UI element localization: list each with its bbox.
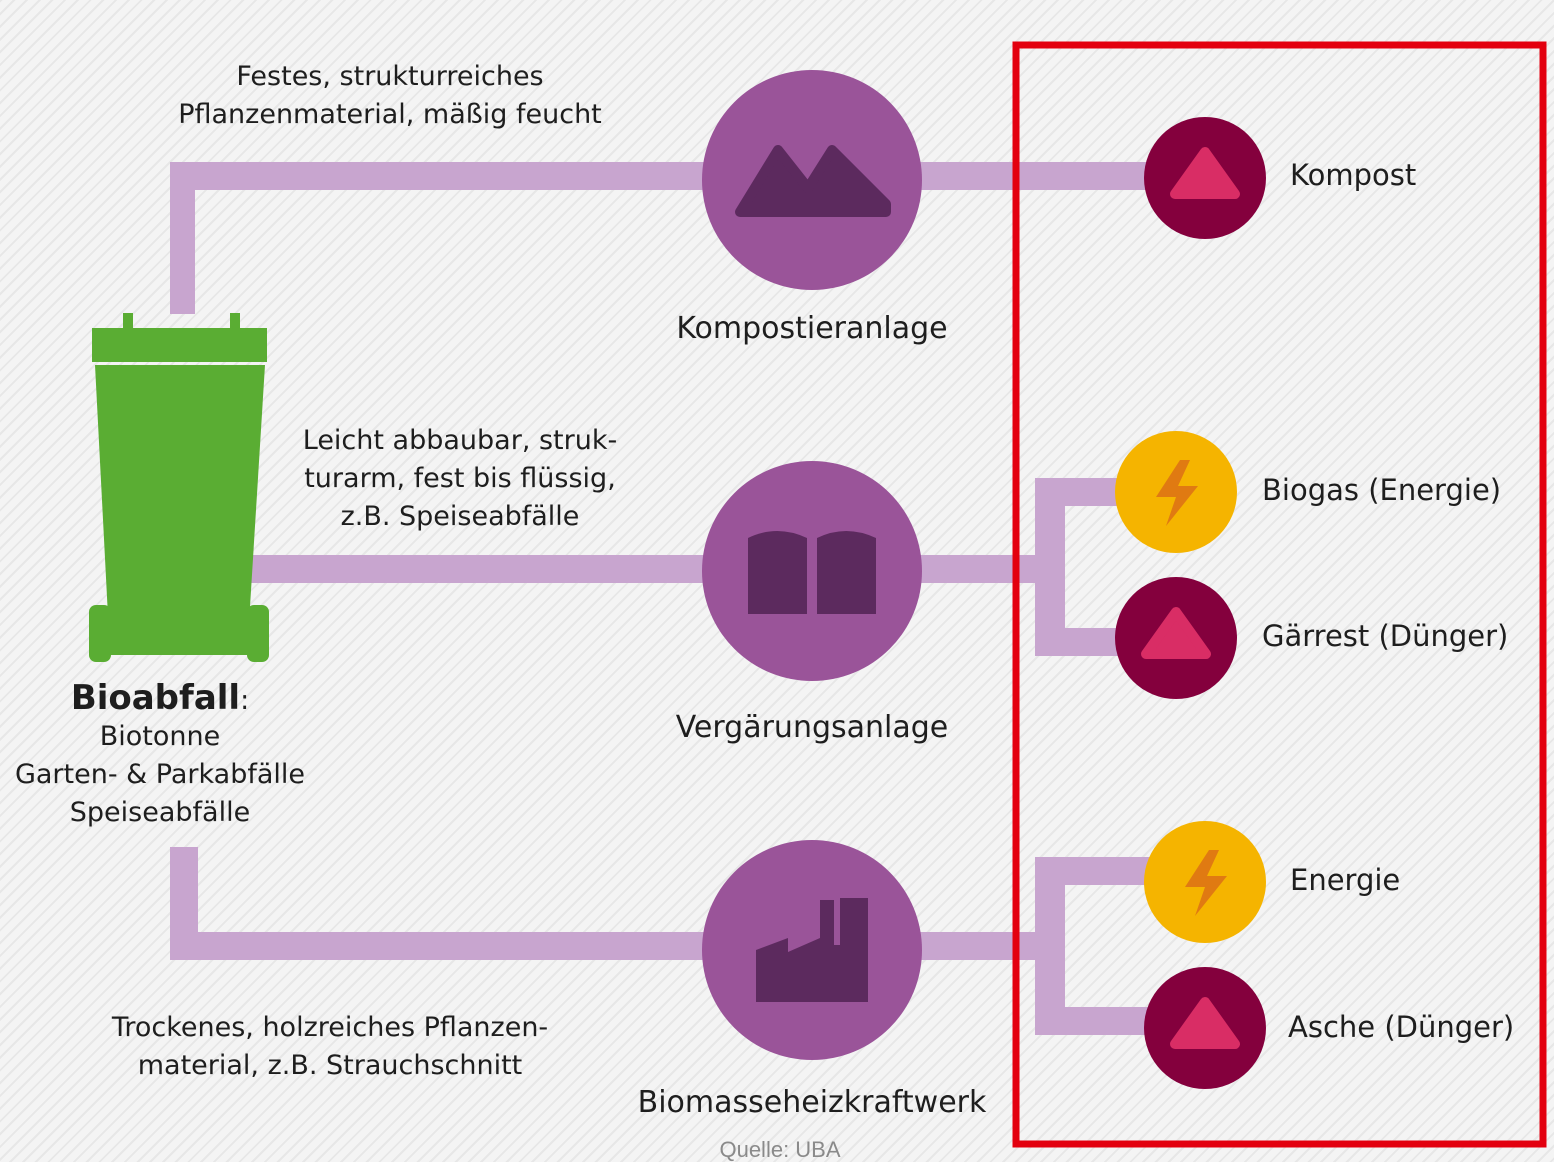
output-label-asche: Asche (Dünger)	[1288, 1010, 1515, 1044]
heap-triangle-icon	[1170, 997, 1240, 1049]
output-node	[1115, 431, 1237, 553]
green-bio-bin-icon	[89, 313, 269, 662]
heap-triangle-icon	[1141, 607, 1211, 659]
text-line: Trockenes, holzreiches Pflanzen-	[111, 1012, 549, 1043]
bin-title: Bioabfall:	[0, 678, 320, 718]
output-label-energie: Energie	[1290, 863, 1401, 897]
bin-line: Garten- & Parkabfälle	[14, 759, 306, 790]
text-line: z.B. Speiseabfälle	[340, 501, 580, 532]
heap-triangle-icon	[1170, 147, 1240, 199]
output-label-kompost: Kompost	[1290, 158, 1417, 192]
input-description-digestion: Leicht abbaubar, struk- turarm, fest bis…	[250, 422, 670, 536]
text-line: material, z.B. Strauchschnitt	[137, 1050, 523, 1081]
bin-title-text: Bioabfall	[70, 678, 241, 718]
digestion-plant-node	[702, 461, 922, 681]
pipe-network	[170, 162, 1210, 1035]
pipe-top-horizontal	[170, 162, 1210, 190]
bin-line: Speiseabfälle	[69, 797, 251, 828]
bin-title-colon: :	[240, 685, 250, 716]
digester-tanks-icon	[748, 531, 876, 614]
compost-plant-node	[702, 70, 922, 290]
pipe-bottom-branch-vertical	[1035, 857, 1065, 1035]
output-label-gaerrest: Gärrest (Dünger)	[1262, 619, 1509, 653]
biomass-plant-node	[702, 840, 922, 1060]
compost-heap-icon	[735, 145, 891, 217]
bin-line: Biotonne	[99, 721, 221, 752]
factory-icon	[756, 898, 868, 1002]
source-note: Quelle: UBA	[719, 1137, 841, 1162]
bin-caption: Bioabfall: Biotonne Garten- & Parkabfäll…	[0, 678, 320, 832]
output-node	[1144, 821, 1266, 943]
lightning-bolt-icon	[1185, 850, 1227, 916]
pipe-middle-branch-vertical	[1035, 478, 1065, 656]
plant-name-compost: Kompostieranlage	[676, 311, 948, 346]
text-line: Festes, strukturreiches	[236, 61, 544, 92]
text-line: Leicht abbaubar, struk-	[302, 425, 618, 456]
pipe-middle-horizontal	[245, 555, 1045, 583]
input-description-biomass: Trockenes, holzreiches Pflanzen- materia…	[60, 1009, 600, 1085]
plant-name-digestion: Vergärungsanlage	[675, 710, 949, 745]
output-node	[1144, 967, 1266, 1089]
input-description-compost: Festes, strukturreiches Pflanzenmaterial…	[150, 58, 630, 134]
text-line: Pflanzenmaterial, mäßig feucht	[178, 99, 602, 130]
text-line: turarm, fest bis flüssig,	[304, 463, 616, 494]
output-node	[1115, 577, 1237, 699]
lightning-bolt-icon	[1156, 460, 1198, 526]
output-nodes	[1115, 117, 1266, 1089]
output-node	[1144, 117, 1266, 239]
plant-name-biomass: Biomasseheizkraftwerk	[637, 1085, 987, 1120]
highlight-box	[1012, 41, 1547, 1148]
output-label-biogas: Biogas (Energie)	[1262, 473, 1502, 507]
